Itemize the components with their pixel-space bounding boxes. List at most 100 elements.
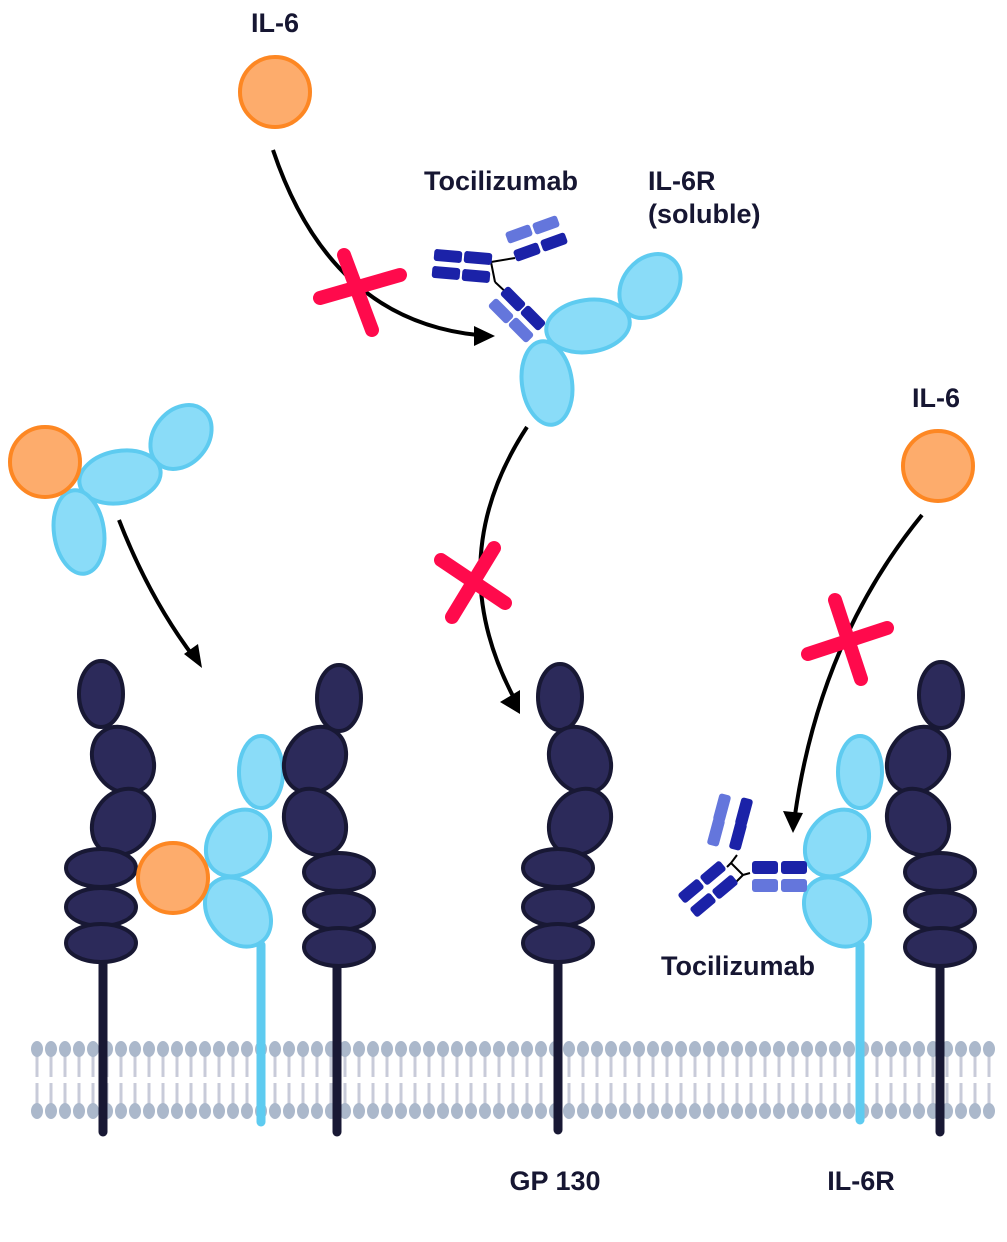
lipid-head	[129, 1041, 141, 1057]
lipid-head	[773, 1041, 785, 1057]
lipid-head	[843, 1103, 855, 1119]
lipid-head	[493, 1103, 505, 1119]
lipid-head	[115, 1041, 127, 1057]
lipid-head	[829, 1041, 841, 1057]
lipid-head	[31, 1041, 43, 1057]
lipid-head	[829, 1103, 841, 1119]
lipid-head	[535, 1103, 547, 1119]
lipid-head	[815, 1041, 827, 1057]
lipid-head	[703, 1103, 715, 1119]
lipid-head	[143, 1103, 155, 1119]
lipid-head	[437, 1041, 449, 1057]
lipid-head	[87, 1041, 99, 1057]
lipid-head	[479, 1041, 491, 1057]
lipid-head	[899, 1041, 911, 1057]
lipid-head	[591, 1041, 603, 1057]
lipid-head	[717, 1041, 729, 1057]
label-il6r-soluble: IL-6R	[648, 166, 716, 196]
lipid-head	[731, 1041, 743, 1057]
lipid-head	[269, 1041, 281, 1057]
lipid-head	[73, 1041, 85, 1057]
gp130-receptor-left	[64, 659, 157, 1137]
lipid-head	[311, 1041, 323, 1057]
lipid-head	[45, 1103, 57, 1119]
lipid-head	[479, 1103, 491, 1119]
lipid-head	[395, 1041, 407, 1057]
lipid-head	[759, 1103, 771, 1119]
lipid-head	[871, 1103, 883, 1119]
lipid-head	[745, 1041, 757, 1057]
arrowhead-icon	[500, 690, 520, 714]
lipid-head	[731, 1103, 743, 1119]
lipid-head	[787, 1103, 799, 1119]
lipid-head	[885, 1103, 897, 1119]
lipid-head	[353, 1103, 365, 1119]
lipid-head	[689, 1041, 701, 1057]
lipid-head	[241, 1041, 253, 1057]
il6-bound	[136, 841, 210, 915]
lipid-head	[115, 1103, 127, 1119]
label-il6-right: IL-6	[912, 383, 960, 413]
lipid-head	[535, 1041, 547, 1057]
lipid-head	[395, 1103, 407, 1119]
lipid-head	[899, 1103, 911, 1119]
arrowhead-icon	[474, 326, 495, 346]
lipid-head	[353, 1041, 365, 1057]
il6-il6r-soluble-complex	[8, 403, 214, 576]
lipid-head	[45, 1041, 57, 1057]
lipid-head	[269, 1103, 281, 1119]
label-gp130: GP 130	[509, 1166, 600, 1196]
lipid-head	[577, 1103, 589, 1119]
lipid-head	[815, 1103, 827, 1119]
lipid-head	[759, 1041, 771, 1057]
lipid-head	[227, 1041, 239, 1057]
lipid-head	[633, 1041, 645, 1057]
gp130-receptor-center	[521, 662, 614, 1135]
lipid-head	[213, 1041, 225, 1057]
lipid-head	[619, 1041, 631, 1057]
lipid-head	[745, 1103, 757, 1119]
lipid-head	[283, 1041, 295, 1057]
lipid-head	[885, 1041, 897, 1057]
lipid-head	[703, 1041, 715, 1057]
lipid-head	[423, 1041, 435, 1057]
lipid-head	[367, 1103, 379, 1119]
lipid-head	[801, 1103, 813, 1119]
lipid-head	[59, 1041, 71, 1057]
gp130-receptor-right	[884, 660, 977, 1137]
lipid-head	[647, 1103, 659, 1119]
lipid-head	[955, 1103, 967, 1119]
lipid-head	[563, 1103, 575, 1119]
lipid-head	[423, 1103, 435, 1119]
lipid-head	[647, 1041, 659, 1057]
lipid-head	[87, 1103, 99, 1119]
lipid-head	[73, 1103, 85, 1119]
lipid-head	[213, 1103, 225, 1119]
lipid-head	[619, 1103, 631, 1119]
label-il6r-soluble-sub: (soluble)	[648, 199, 761, 229]
lipid-head	[507, 1041, 519, 1057]
lipid-head	[339, 1103, 351, 1119]
lipid-head	[969, 1103, 981, 1119]
lipid-head	[185, 1041, 197, 1057]
lipid-head	[339, 1041, 351, 1057]
lipid-head	[241, 1103, 253, 1119]
il6r-soluble	[519, 252, 683, 427]
lipid-head	[157, 1041, 169, 1057]
lipid-head	[689, 1103, 701, 1119]
lipid-head	[409, 1103, 421, 1119]
lipid-head	[969, 1041, 981, 1057]
lipid-head	[381, 1103, 393, 1119]
block-cross-icon	[801, 593, 894, 686]
arrow-complex-to-gp130	[117, 519, 198, 662]
lipid-head	[381, 1041, 393, 1057]
lipid-head	[871, 1041, 883, 1057]
lipid-head	[283, 1103, 295, 1119]
lipid-head	[591, 1103, 603, 1119]
lipid-head	[297, 1041, 309, 1057]
lipid-head	[913, 1041, 925, 1057]
il6r-membrane-right	[801, 734, 884, 1125]
lipid-head	[605, 1103, 617, 1119]
lipid-head	[297, 1103, 309, 1119]
